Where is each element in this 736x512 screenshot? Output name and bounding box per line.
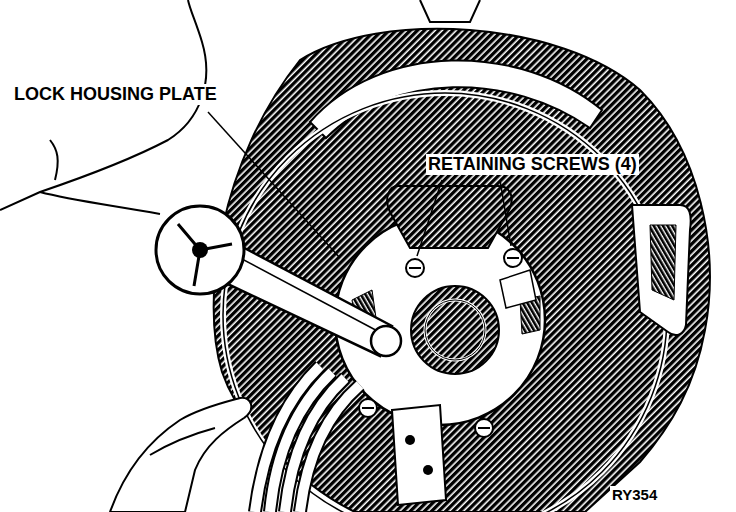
wrench xyxy=(156,206,401,356)
part-label-box: RETAINING SCREWS (4) xyxy=(426,154,639,175)
leader-line xyxy=(500,180,511,246)
part-label: LOCK HOUSING PLATE xyxy=(12,84,219,105)
side-latch xyxy=(632,205,691,335)
retaining-screw xyxy=(409,267,421,269)
wrench xyxy=(371,326,401,356)
lock-plate xyxy=(387,186,511,248)
retaining-screw xyxy=(504,249,522,267)
wrench xyxy=(178,224,232,286)
hand xyxy=(50,140,58,180)
steering-shaft xyxy=(425,300,485,360)
leader-line xyxy=(208,112,511,258)
switch-bracket xyxy=(405,435,415,445)
retaining-screw xyxy=(507,257,519,259)
column-housing xyxy=(420,0,480,22)
switch-bracket xyxy=(392,270,536,505)
retaining-screw xyxy=(475,419,493,437)
steering-shaft xyxy=(411,286,499,374)
figure-number: RY354 xyxy=(610,486,659,503)
side-latch xyxy=(632,205,691,335)
wiring-harness xyxy=(255,366,320,512)
retaining-screw xyxy=(478,427,490,429)
hand xyxy=(0,0,206,210)
leader-line xyxy=(208,112,340,258)
side-latch xyxy=(650,225,676,300)
switch-bracket xyxy=(423,465,433,475)
leader-line xyxy=(417,180,442,256)
column-housing xyxy=(214,0,710,512)
part-label: RETAINING SCREWS (4) xyxy=(426,154,639,175)
wiring-harness xyxy=(255,366,320,512)
switch-bracket xyxy=(500,270,536,308)
lock-plate xyxy=(335,186,545,425)
retaining-screw xyxy=(359,399,377,417)
retaining-screw xyxy=(362,407,374,409)
wrench xyxy=(225,250,385,335)
part-label-box: LOCK HOUSING PLATE xyxy=(12,84,219,105)
figure-number-box: RY354 xyxy=(610,486,659,503)
wrench xyxy=(192,242,208,258)
retaining-screw xyxy=(406,259,424,277)
hand xyxy=(0,0,206,210)
hand xyxy=(150,428,215,455)
switch-bracket xyxy=(392,405,446,505)
wiring-harness xyxy=(255,366,360,512)
hand xyxy=(0,0,251,512)
steering-shaft xyxy=(425,300,485,360)
steering-shaft xyxy=(411,286,499,374)
hand xyxy=(110,398,251,512)
hand xyxy=(40,192,160,214)
wrench xyxy=(156,206,244,294)
